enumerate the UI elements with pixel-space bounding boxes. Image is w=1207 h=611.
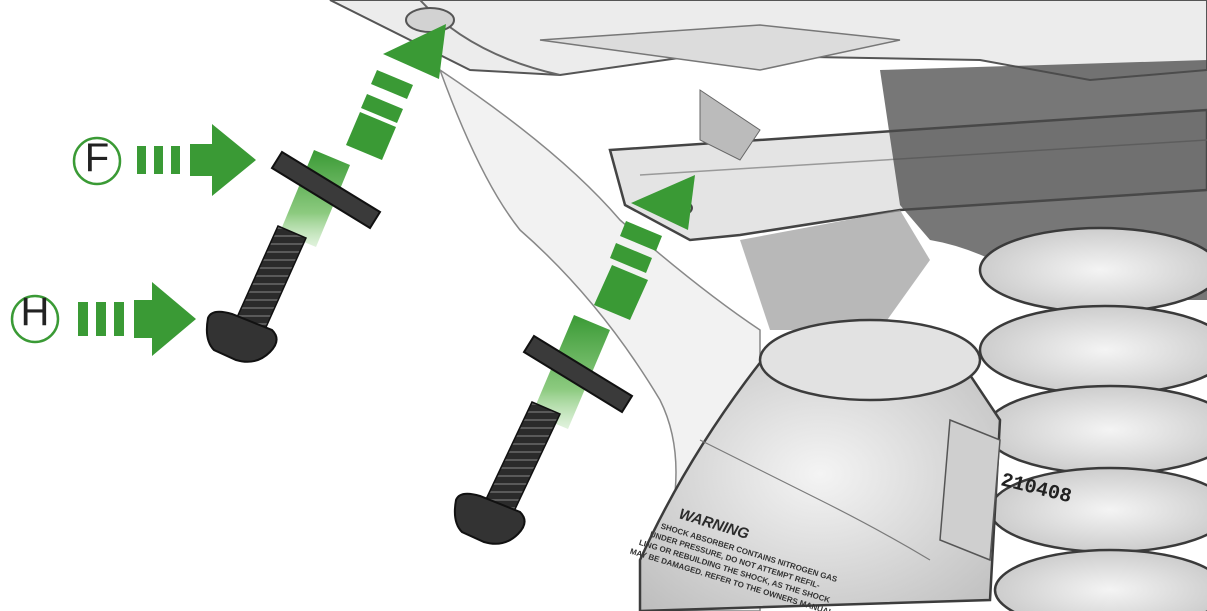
upper-mount-hole bbox=[406, 8, 454, 32]
arrow-icon bbox=[190, 124, 256, 196]
coil-spring bbox=[980, 228, 1207, 611]
dash-icon bbox=[96, 302, 106, 336]
dash-icon bbox=[137, 146, 146, 174]
callout-label-h: H bbox=[12, 292, 58, 332]
dash-icon bbox=[371, 70, 413, 99]
arrow-icon bbox=[134, 282, 196, 356]
fastener-assembly-left bbox=[207, 24, 446, 362]
dash-icon bbox=[154, 146, 163, 174]
dash-icon bbox=[114, 302, 124, 336]
callout-arrow-h bbox=[78, 282, 196, 356]
dash-icon bbox=[171, 146, 180, 174]
callout-label-f: F bbox=[74, 138, 120, 178]
dash-icon bbox=[78, 302, 88, 336]
callout-arrow-f bbox=[137, 124, 256, 196]
